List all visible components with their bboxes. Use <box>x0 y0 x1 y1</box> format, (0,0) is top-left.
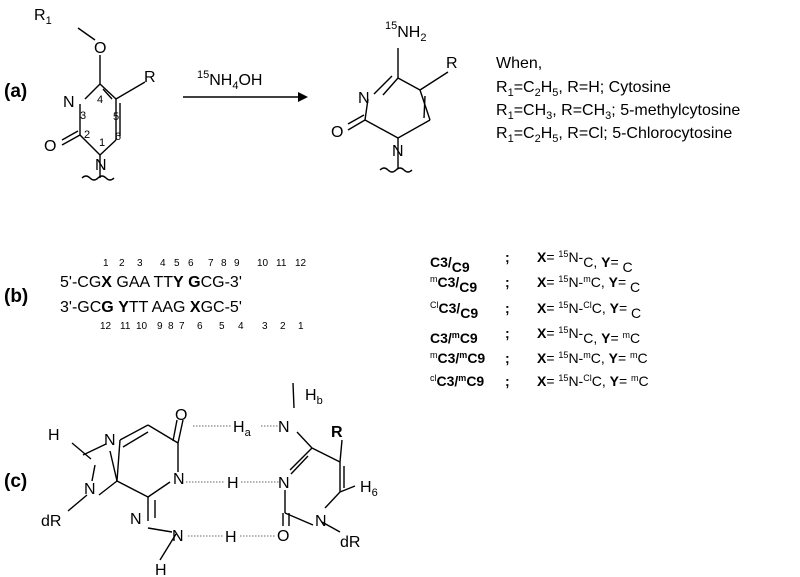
guanine-O6: O <box>175 407 187 424</box>
guanine-H2: H <box>155 562 167 577</box>
product-N1: N <box>392 143 404 160</box>
hydrogen-H2: H <box>225 529 237 546</box>
svg-text:5: 5 <box>174 258 180 269</box>
svg-text:;: ; <box>505 274 510 290</box>
condition-5-chlorocytosine: R1=C2H5, R=Cl; 5-Chlorocytosine <box>496 125 732 145</box>
ring-number-6: 6 <box>115 131 121 143</box>
panel-label-c: (c) <box>4 471 27 492</box>
cytosine-R: R <box>331 424 343 441</box>
svg-text:;: ; <box>505 300 510 316</box>
svg-text:8: 8 <box>168 321 174 332</box>
svg-text:;: ; <box>505 350 510 366</box>
panel-label-a: (a) <box>4 81 27 102</box>
svg-text:;: ; <box>505 249 510 265</box>
bottom-strand-numbers: 12 11 10 9 8 7 6 5 4 3 2 1 <box>100 321 304 332</box>
svg-text:X= 15N-ClC, Y= C: X= 15N-ClC, Y= C <box>537 300 641 321</box>
reactant-O2: O <box>44 138 56 155</box>
svg-text:11: 11 <box>120 321 131 332</box>
svg-text:X= 15N-ClC, Y= mC: X= 15N-ClC, Y= mC <box>537 373 649 389</box>
svg-text:7: 7 <box>179 321 185 332</box>
cytosine-N3: N <box>278 475 290 492</box>
svg-text:4: 4 <box>238 321 244 332</box>
reactant-R1: R1 <box>34 7 52 27</box>
svg-text:X= 15N-C, Y= C: X= 15N-C, Y= C <box>537 249 633 275</box>
guanine-N1: N <box>173 471 185 488</box>
svg-text:2: 2 <box>119 258 125 269</box>
bottom-strand: 3'-GCG YTT AAG XGC-5' <box>60 299 242 316</box>
combination-row: clC3/mC9 <box>430 373 484 389</box>
cytosine-structure <box>282 382 356 533</box>
product-label: 15NH2 <box>385 20 426 44</box>
guanine-N2: N <box>172 528 184 545</box>
when-label: When, <box>496 55 542 72</box>
product-N3: N <box>358 90 370 107</box>
top-strand-numbers: 1 2 3 4 5 6 7 8 9 10 11 12 <box>103 258 307 269</box>
reactant-N1: N <box>95 157 107 174</box>
svg-text:9: 9 <box>234 258 240 269</box>
condition-5-methylcytosine: R1=CH3, R=CH3; 5-methylcytosine <box>496 102 740 122</box>
combination-row: mC3/mC9 <box>430 350 485 366</box>
svg-text:5: 5 <box>219 321 225 332</box>
guanine-N7: N <box>104 432 116 449</box>
svg-text:1: 1 <box>103 258 109 269</box>
svg-text:12: 12 <box>100 321 112 332</box>
guanine-N9: N <box>84 481 96 498</box>
panel-label-b: (b) <box>4 286 28 307</box>
ring-number-3: 3 <box>80 110 86 122</box>
svg-text:X= 15N-mC, Y= mC: X= 15N-mC, Y= mC <box>537 350 648 366</box>
svg-text:10: 10 <box>257 258 269 269</box>
cytosine-O2: O <box>277 528 289 545</box>
cytosine-N4: N <box>278 419 290 436</box>
product-O2: O <box>331 124 343 141</box>
svg-text:3: 3 <box>262 321 268 332</box>
svg-text:6: 6 <box>197 321 203 332</box>
svg-text:8: 8 <box>221 258 227 269</box>
reactant-R: R <box>144 69 156 86</box>
svg-text:3: 3 <box>137 258 143 269</box>
svg-text:;: ; <box>505 325 510 341</box>
svg-text:7: 7 <box>208 258 214 269</box>
guanine-structure <box>67 419 184 561</box>
hydrogen-Ha: Ha <box>233 419 252 439</box>
combinations-list: C3/C9 ; X= 15N-C, Y= C mC3/C9 ; X= 15N-m… <box>430 249 649 389</box>
reactant-structure <box>61 27 146 181</box>
svg-text:X= 15N-C, Y= mC: X= 15N-C, Y= mC <box>537 325 640 346</box>
top-strand: 5'-CGX GAA TTY GCG-3' <box>60 274 242 291</box>
reactant-O-top: O <box>94 40 106 57</box>
ring-number-4: 4 <box>97 94 103 106</box>
svg-text:X= 15N-mC, Y= C: X= 15N-mC, Y= C <box>537 274 640 295</box>
svg-text:;: ; <box>505 373 510 389</box>
guanine-N3: N <box>130 511 142 528</box>
reactant-N3: N <box>63 94 75 111</box>
cytosine-dR: dR <box>340 534 360 551</box>
reaction-arrow <box>183 92 308 102</box>
svg-text:12: 12 <box>295 258 307 269</box>
ring-number-5: 5 <box>113 111 119 123</box>
product-structure <box>347 48 449 173</box>
condition-cytosine: R1=C2H5, R=H; Cytosine <box>496 79 671 99</box>
cytosine-N1: N <box>315 513 327 530</box>
svg-text:9: 9 <box>157 321 163 332</box>
svg-text:2: 2 <box>280 321 286 332</box>
combination-row: C3/mC9 <box>430 330 478 346</box>
hydrogen-H1: H <box>227 475 239 492</box>
svg-text:1: 1 <box>298 321 304 332</box>
cytosine-Hb: Hb <box>305 387 323 407</box>
svg-text:6: 6 <box>188 258 194 269</box>
reagent-label: 15NH4OH <box>197 69 262 92</box>
guanine-H8: H <box>48 427 60 444</box>
combination-row: mC3/C9 <box>430 274 477 295</box>
guanine-dR: dR <box>41 513 61 530</box>
svg-text:11: 11 <box>276 258 287 269</box>
ring-number-2: 2 <box>84 129 90 141</box>
product-R: R <box>446 55 458 72</box>
ring-number-1: 1 <box>99 137 105 149</box>
hydrogen-bonds <box>186 425 280 537</box>
combination-row: C3/C9 <box>430 254 470 275</box>
combination-row: ClC3/C9 <box>430 300 478 321</box>
svg-text:10: 10 <box>136 321 148 332</box>
svg-text:4: 4 <box>160 258 166 269</box>
cytosine-H6: H6 <box>360 479 378 499</box>
